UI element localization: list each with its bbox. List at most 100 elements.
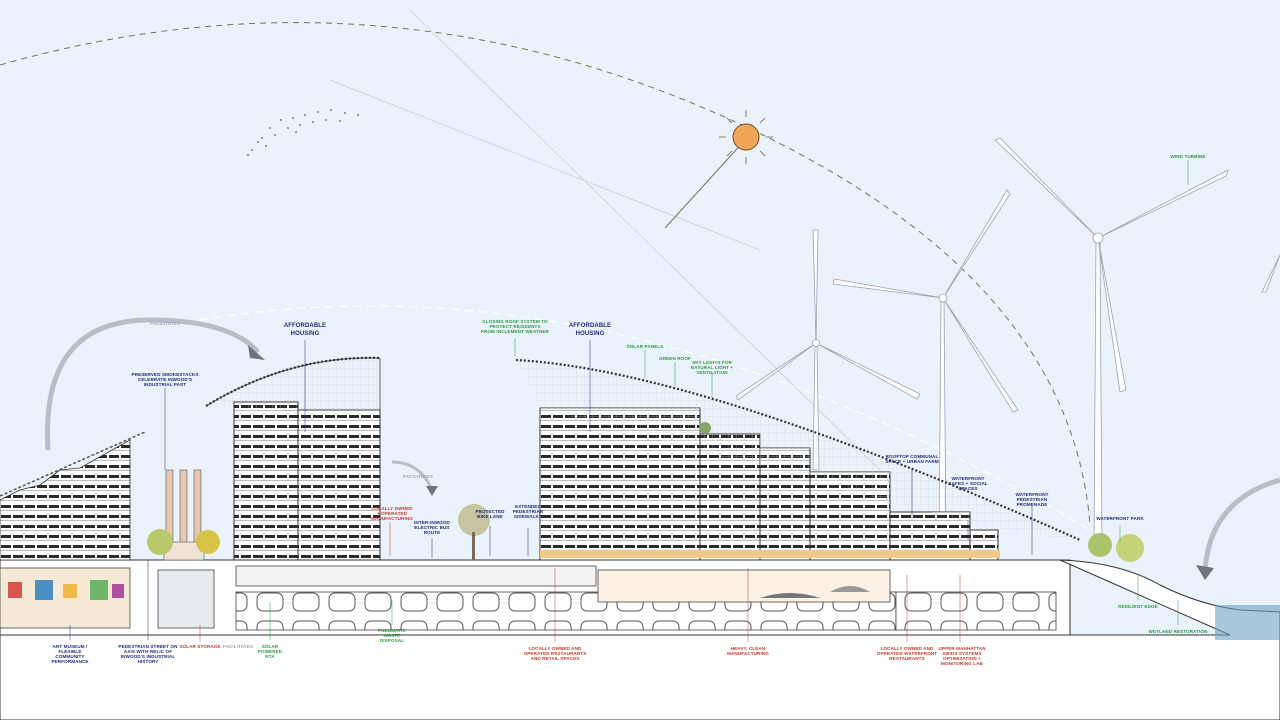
leader-lines-green xyxy=(269,160,1189,640)
arrow-head-left xyxy=(248,345,265,360)
label-green-roof: GREEN ROOF xyxy=(659,356,691,361)
svg-text:PNEUMATIC: PNEUMATIC xyxy=(378,628,406,633)
svg-text:PEDESTRIAN STREET ON: PEDESTRIAN STREET ON xyxy=(118,644,178,649)
label-sky-lights: SKY LIGHTS FOR NATURAL LIGHT + VENTILATI… xyxy=(691,360,734,375)
svg-text:FROM INCLEMENT WEATHER: FROM INCLEMENT WEATHER xyxy=(481,329,550,334)
svg-text:MANUFACTURING: MANUFACTURING xyxy=(727,651,769,656)
label-wind-turbine: WIND TURBINE xyxy=(1170,154,1205,159)
svg-text:AFFORDABLE: AFFORDABLE xyxy=(284,323,326,329)
svg-text:MONITORING LAB: MONITORING LAB xyxy=(941,661,983,666)
svg-text:SPACE + URBAN FARM: SPACE + URBAN FARM xyxy=(885,459,938,464)
svg-text:PROMENADE: PROMENADE xyxy=(1017,502,1048,507)
light-arc xyxy=(199,305,1091,531)
svg-text:MANUFACTURING: MANUFACTURING xyxy=(371,516,413,521)
svg-text:ROUTE: ROUTE xyxy=(424,530,441,535)
svg-text:INWOOD'S INDUSTRIAL: INWOOD'S INDUSTRIAL xyxy=(121,654,176,659)
sun-beam xyxy=(664,139,746,229)
label-waterfront-cafes: WATERFRONT CAFES + SOCIAL SPACES xyxy=(948,476,988,491)
label-waterfront-restaurants: LOCALLY OWNED AND OPERATED WATERFRONT RE… xyxy=(877,646,938,661)
tree-icon xyxy=(147,422,1144,562)
left-terraced-building xyxy=(0,431,146,561)
label-closing-roof: CLOSING ROOF SYSTEM TO PROTECT RESIDENTS… xyxy=(481,319,550,334)
sun-ray-2 xyxy=(329,79,761,251)
label-rooftop-communal: ROOFTOP COMMUNAL SPACE + URBAN FARM xyxy=(885,454,938,464)
label-heavy-clean-manufacturing: HEAVY, CLEAN MANUFACTURING xyxy=(727,646,769,656)
facilitates-arrow-right xyxy=(1202,477,1280,571)
svg-text:PRESERVED SMOKESTACKS: PRESERVED SMOKESTACKS xyxy=(131,372,198,377)
label-smokestacks: PRESERVED SMOKESTACKS CELEBRATE INWOOD'S… xyxy=(131,372,198,387)
svg-text:SKY LIGHTS FOR: SKY LIGHTS FOR xyxy=(692,360,732,365)
facilitates-arrow-mid xyxy=(391,460,434,491)
birds-icon xyxy=(247,109,359,156)
svg-text:NATURAL LIGHT +: NATURAL LIGHT + xyxy=(691,365,734,370)
svg-text:BIKE LANE: BIKE LANE xyxy=(477,514,503,519)
svg-text:INTER-INWOOD: INTER-INWOOD xyxy=(414,520,450,525)
label-pedestrian-street: PEDESTRIAN STREET ON AXIS WITH RELIC OF … xyxy=(118,644,178,664)
label-locally-owned-manufacturing: LOCALLY OWNED + OPERATED MANUFACTURING xyxy=(371,506,413,521)
label-bus-route: INTER-INWOOD ELECTRIC BUS ROUTE xyxy=(414,520,450,535)
svg-text:COMMUNITY: COMMUNITY xyxy=(55,654,84,659)
affordable-housing-main xyxy=(515,358,1081,561)
svg-text:CAFES + SOCIAL: CAFES + SOCIAL xyxy=(948,481,988,486)
svg-text:LOCALLY OWNED: LOCALLY OWNED xyxy=(371,506,413,511)
svg-text:RESTAURANTS: RESTAURANTS xyxy=(889,656,924,661)
label-wetland-restoration: WETLAND RESTORATION xyxy=(1148,629,1208,634)
label-resilient-edge: RESILIENT EDGE xyxy=(1118,604,1158,609)
svg-text:EXTENDED: EXTENDED xyxy=(515,504,541,509)
svg-text:VENTILATION: VENTILATION xyxy=(696,370,728,375)
svg-text:LOCALLY OWNED AND: LOCALLY OWNED AND xyxy=(881,646,934,651)
svg-text:PEDESTRIAN: PEDESTRIAN xyxy=(1017,497,1048,502)
leader-lines-red xyxy=(199,522,961,642)
water xyxy=(1215,605,1280,640)
leader-lines xyxy=(69,340,1033,640)
label-solar-panels: SOLAR PANELS xyxy=(627,344,664,349)
svg-text:HOUSING: HOUSING xyxy=(291,331,320,337)
svg-text:OPERATED WATERFRONT: OPERATED WATERFRONT xyxy=(877,651,938,656)
svg-text:PEDESTRIAN: PEDESTRIAN xyxy=(513,509,544,514)
svg-text:GRIDS SYSTEMS: GRIDS SYSTEMS xyxy=(942,651,981,656)
svg-text:HISTORY: HISTORY xyxy=(138,659,159,664)
sun-icon xyxy=(719,110,773,164)
svg-text:LOCALLY OWNED AND: LOCALLY OWNED AND xyxy=(529,646,582,651)
arrow-head-right xyxy=(1196,565,1214,580)
label-pneumatic-waste: PNEUMATIC WASTE DISPOSAL xyxy=(378,628,406,643)
svg-text:PROTECT RESIDENTS: PROTECT RESIDENTS xyxy=(489,324,540,329)
svg-text:WATERFRONT: WATERFRONT xyxy=(951,476,984,481)
svg-text:SPACES: SPACES xyxy=(958,486,977,491)
arrow-head-mid xyxy=(426,486,438,496)
svg-text:PERFORMANCE: PERFORMANCE xyxy=(51,659,88,664)
boat-hull xyxy=(830,586,870,592)
svg-text:SOLAR: SOLAR xyxy=(262,644,279,649)
label-affordable-housing-left: AFFORDABLE HOUSING xyxy=(284,323,326,337)
label-restaurants-retail: LOCALLY OWNED AND OPERATED RESTAURANTS A… xyxy=(524,646,587,661)
sun-ray xyxy=(409,9,881,471)
svg-text:CELEBRATE INWOOD'S: CELEBRATE INWOOD'S xyxy=(138,377,192,382)
svg-text:SIDEWALKS: SIDEWALKS xyxy=(514,514,542,519)
label-facilitates-bottom: FACILITATES xyxy=(223,644,253,649)
svg-text:AXIS WITH RELIC OF: AXIS WITH RELIC OF xyxy=(124,649,172,654)
label-waterfront-park: WATERFRONT PARK xyxy=(1096,516,1144,521)
svg-text:WATERFRONT: WATERFRONT xyxy=(1015,492,1048,497)
label-facilitates-top: FACILITATES xyxy=(150,321,180,326)
svg-text:RTA: RTA xyxy=(265,654,275,659)
affordable-housing-left xyxy=(205,356,381,561)
submarine-object xyxy=(760,593,820,598)
label-bike-lane: PROTECTED BIKE LANE xyxy=(475,509,505,519)
svg-text:ELECTRIC BUS: ELECTRIC BUS xyxy=(414,525,449,530)
infrastructure-tunnel-right xyxy=(895,591,1057,631)
svg-text:HEAVY, CLEAN: HEAVY, CLEAN xyxy=(731,646,766,651)
svg-text:ART MUSEUM /: ART MUSEUM / xyxy=(53,644,89,649)
svg-text:AND RETAIL SPACES: AND RETAIL SPACES xyxy=(531,656,580,661)
facilitates-arrow-left xyxy=(44,317,260,451)
utility-strip xyxy=(235,565,597,587)
svg-text:+ OPERATED: + OPERATED xyxy=(377,511,408,516)
svg-text:AFFORDABLE: AFFORDABLE xyxy=(569,323,611,329)
svg-text:OPTIMIZATION +: OPTIMIZATION + xyxy=(943,656,981,661)
label-solar-powered: SOLAR POWERED RTA xyxy=(258,644,283,659)
label-waterfront-promenade: WATERFRONT PEDESTRIAN PROMENADE xyxy=(1015,492,1048,507)
label-upper-manhattan: UPPER MANHATTAN GRIDS SYSTEMS OPTIMIZATI… xyxy=(938,646,986,666)
svg-text:UPPER MANHATTAN: UPPER MANHATTAN xyxy=(938,646,986,651)
artworks xyxy=(8,580,124,600)
